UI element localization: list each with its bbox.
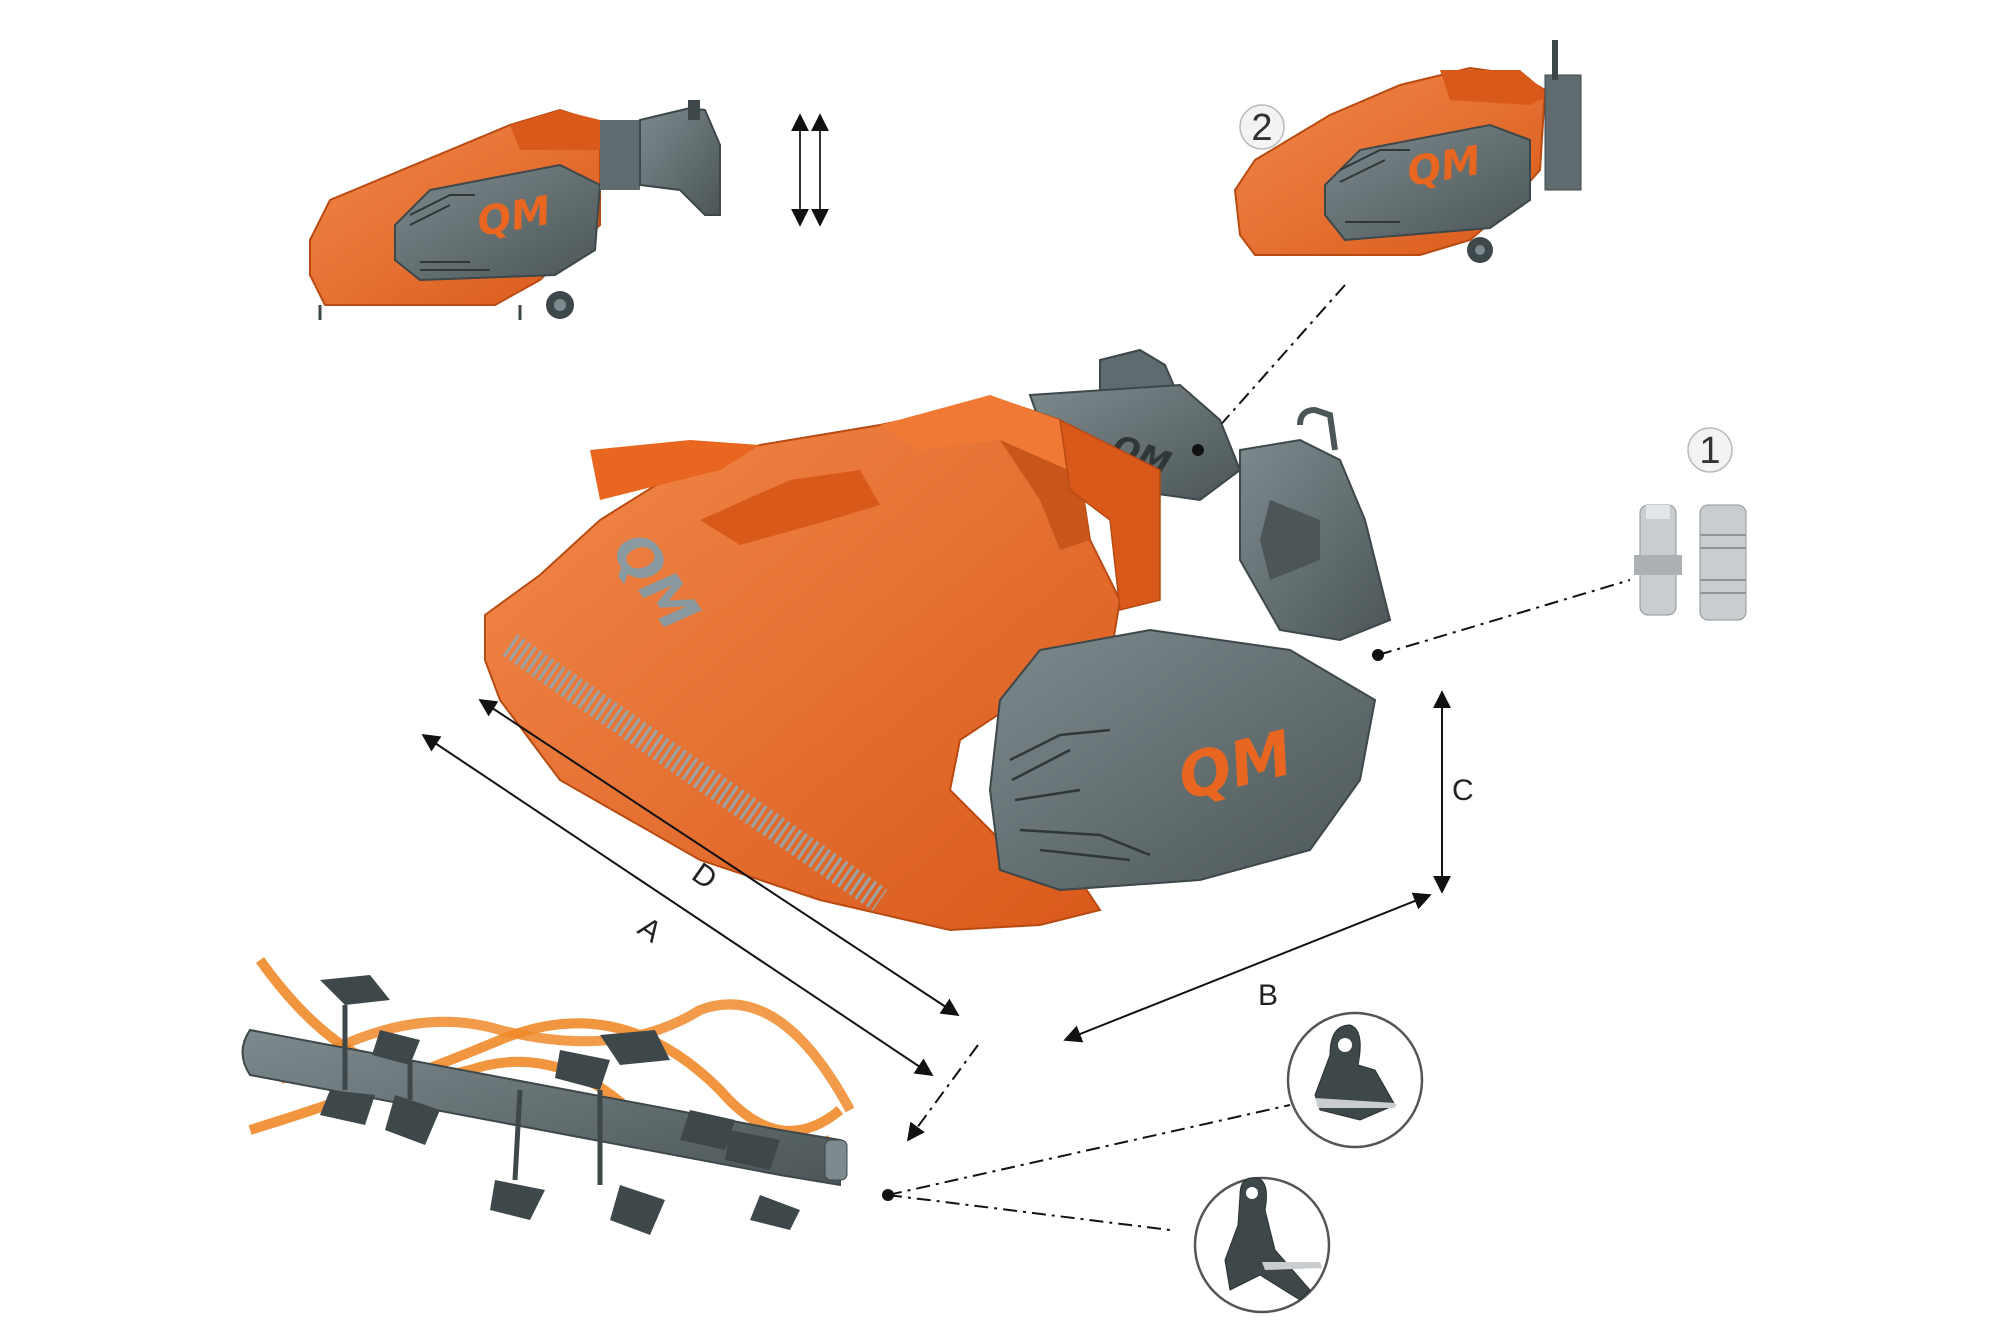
hammer-blade-icon [1286, 1011, 1424, 1149]
leader-line-2 [1199, 284, 1346, 449]
up-down-arrows-icon [791, 113, 829, 227]
callout-2-number: 2 [1251, 107, 1272, 149]
flail-rotor [241, 957, 855, 1235]
dimension-c: C [1433, 690, 1474, 894]
leader-dot-2 [1192, 444, 1204, 456]
main-mulcher: QM QM QM [484, 348, 1392, 932]
callout-1-number: 1 [1699, 430, 1720, 472]
callout-1-badge: 1 [1687, 427, 1733, 473]
dimension-b-label: B [1258, 979, 1278, 1012]
variant-adjustable-hitch: QM [309, 100, 721, 320]
dimension-b: B [1063, 892, 1432, 1043]
leader-line-1 [1377, 579, 1631, 656]
dimension-c-label: C [1452, 774, 1474, 807]
leader-lines-blades [887, 1044, 1291, 1231]
dimension-a-label: A [632, 911, 667, 950]
hydraulic-coupler-icon [1634, 504, 1747, 621]
variant-fixed-hitch: QM [1233, 40, 1582, 263]
leader-dot-blades [882, 1189, 894, 1201]
y-blade-icon [1193, 1176, 1331, 1314]
callout-2-badge: 2 [1239, 104, 1285, 150]
